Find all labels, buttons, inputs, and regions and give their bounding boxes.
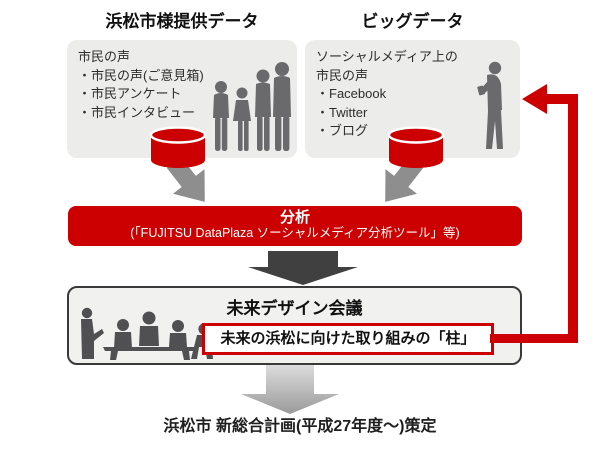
city-data-text: 市民の声 ・市民の声(ご意見箱) ・市民アンケート ・市民インタビュー <box>78 48 204 122</box>
down-arrow-icon <box>385 156 424 202</box>
list-item: ・Twitter <box>316 104 368 120</box>
down-arrow-icon <box>241 365 339 414</box>
city-data-heading: 市民の声 <box>78 49 131 64</box>
list-item: ・ブログ <box>316 123 369 138</box>
analysis-subtitle: (「FUJITSU DataPlaza ソーシャルメディア分析ツール」等) <box>130 226 460 240</box>
bigdata-heading-line1: ソーシャルメディア上の <box>316 49 458 64</box>
feedback-line-bottom <box>490 334 578 343</box>
pillar-highlight-box: 未来の浜松に向けた取り組みの「柱」 <box>202 323 494 355</box>
meeting-people-silhouette-icon <box>81 307 213 360</box>
city-data-list: ・市民の声(ご意見箱) ・市民アンケート ・市民インタビュー <box>78 67 204 123</box>
down-arrow-icon <box>166 156 205 202</box>
bigdata-list: ・Facebook ・Twitter ・ブログ <box>316 85 458 141</box>
family-silhouette-icon <box>213 62 291 151</box>
database-cylinder-icon <box>387 126 445 168</box>
down-arrow-icon <box>248 251 358 285</box>
meeting-title: 未来デザイン会議 <box>226 299 363 318</box>
bigdata-heading-line2: 市民の声 <box>316 67 369 83</box>
analysis-banner: 分析 (「FUJITSU DataPlaza ソーシャルメディア分析ツール」等) <box>68 206 522 246</box>
database-cylinder-icon <box>149 126 207 168</box>
person-with-phone-silhouette-icon <box>477 61 503 149</box>
future-design-meeting-box: 未来デザイン会議 未来の浜松に向けた取り組みの「柱」 <box>67 286 522 365</box>
bigdata-text: ソーシャルメディア上の 市民の声 ・Facebook ・Twitter ・ブログ <box>316 48 458 141</box>
left-source-title: 浜松市様提供データ <box>105 12 259 31</box>
list-item: ・市民の声(ご意見箱) <box>78 67 204 83</box>
analysis-title: 分析 <box>279 209 310 226</box>
list-item: ・市民アンケート <box>78 86 182 101</box>
feedback-line-top <box>546 94 570 104</box>
bigdata-box: ソーシャルメディア上の 市民の声 ・Facebook ・Twitter ・ブログ <box>305 40 520 158</box>
right-source-title: ビッグデータ <box>361 12 464 31</box>
left-arrow-icon <box>522 84 547 114</box>
list-item: ・Facebook <box>316 86 387 101</box>
outcome-text: 浜松市 新総合計画(平成27年度〜)策定 <box>163 418 437 435</box>
feedback-line-vertical <box>568 94 578 343</box>
list-item: ・市民インタビュー <box>78 104 196 120</box>
